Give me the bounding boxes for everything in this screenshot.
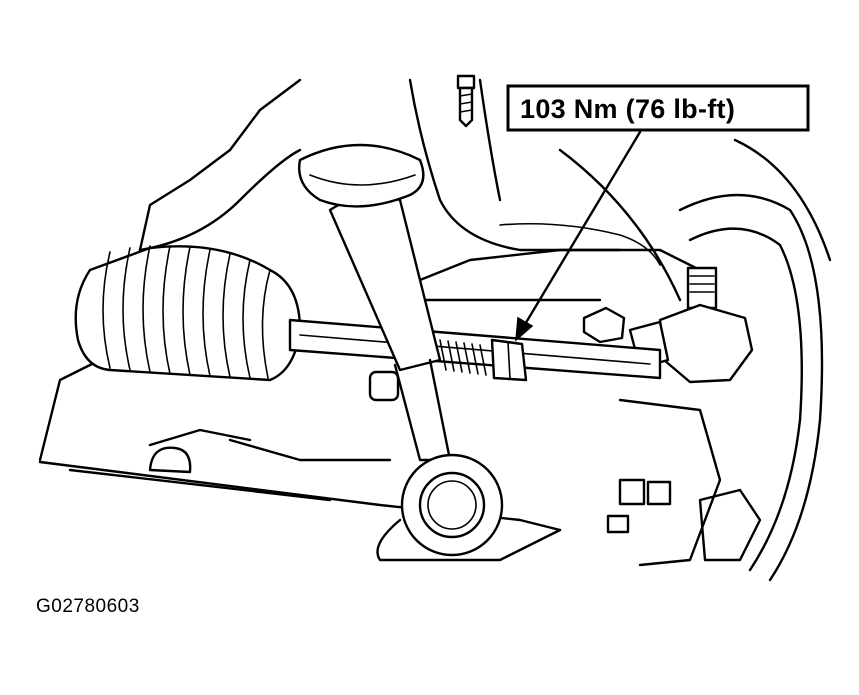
figure-id: G02780603: [36, 596, 140, 617]
mount-bracket: [148, 370, 400, 474]
wheel-hub: [618, 138, 832, 582]
subframe-outline: [38, 78, 702, 532]
control-arm-bushing: [376, 453, 562, 562]
callout-leader-arrow: [515, 130, 642, 342]
tie-rod-end: [582, 266, 754, 384]
bolt-icon: [456, 74, 476, 128]
torque-label: 103 Nm (76 lb-ft): [520, 94, 735, 124]
torque-callout: 103 Nm (76 lb-ft): [506, 84, 810, 132]
tie-rod-shaft: [288, 318, 662, 380]
rack-boot: [74, 245, 302, 382]
lower-bolts: [606, 478, 672, 534]
strut: [298, 143, 452, 462]
jam-nut: [439, 338, 528, 382]
